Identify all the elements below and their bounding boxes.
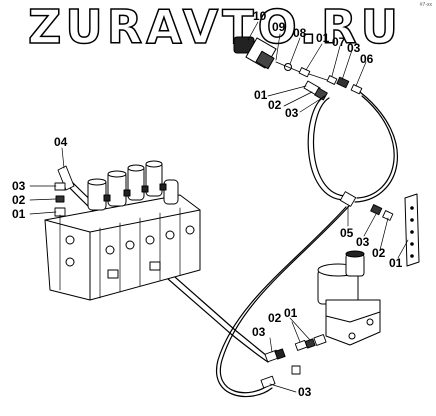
callout-03-bottom: 03 xyxy=(298,385,312,399)
callout-02-upper: 02 xyxy=(268,98,282,112)
callout-03-left: 03 xyxy=(12,179,26,193)
main-control-valve xyxy=(44,160,201,301)
leader-lines xyxy=(29,21,409,393)
left-fittings xyxy=(54,165,75,217)
mounting-bracket xyxy=(404,193,420,267)
watermark-text: ZURAVTO.RU xyxy=(27,0,402,54)
callout-01-lower: 01 xyxy=(284,306,298,320)
callout-09: 09 xyxy=(272,20,286,34)
callout-04: 04 xyxy=(54,135,68,149)
callout-02-right: 02 xyxy=(372,246,386,260)
lower-fittings xyxy=(260,334,327,389)
callout-08: 08 xyxy=(293,26,307,40)
callout-06: 06 xyxy=(360,52,374,66)
callout-03-top: 03 xyxy=(347,41,361,55)
callout-02-left: 02 xyxy=(12,193,26,207)
top-fittings xyxy=(298,67,363,95)
callout-02-lower: 02 xyxy=(268,311,282,325)
corner-mark: #7-xx xyxy=(419,2,432,8)
callout-10: 10 xyxy=(253,9,267,23)
callout-01-right: 01 xyxy=(389,256,403,270)
callout-01-upper: 01 xyxy=(254,88,268,102)
callout-01-left: 01 xyxy=(12,207,26,221)
callout-01-top: 01 xyxy=(316,31,330,45)
lower-solenoid-valve xyxy=(317,250,381,346)
top-solenoid-valve xyxy=(233,36,301,73)
mid-hose-fitting xyxy=(339,191,394,221)
callout-03-lower: 03 xyxy=(252,325,266,339)
callout-03-right: 03 xyxy=(356,235,370,249)
callout-03-upper: 03 xyxy=(285,106,299,120)
callout-05: 05 xyxy=(340,226,354,240)
callout-07: 07 xyxy=(332,35,346,49)
